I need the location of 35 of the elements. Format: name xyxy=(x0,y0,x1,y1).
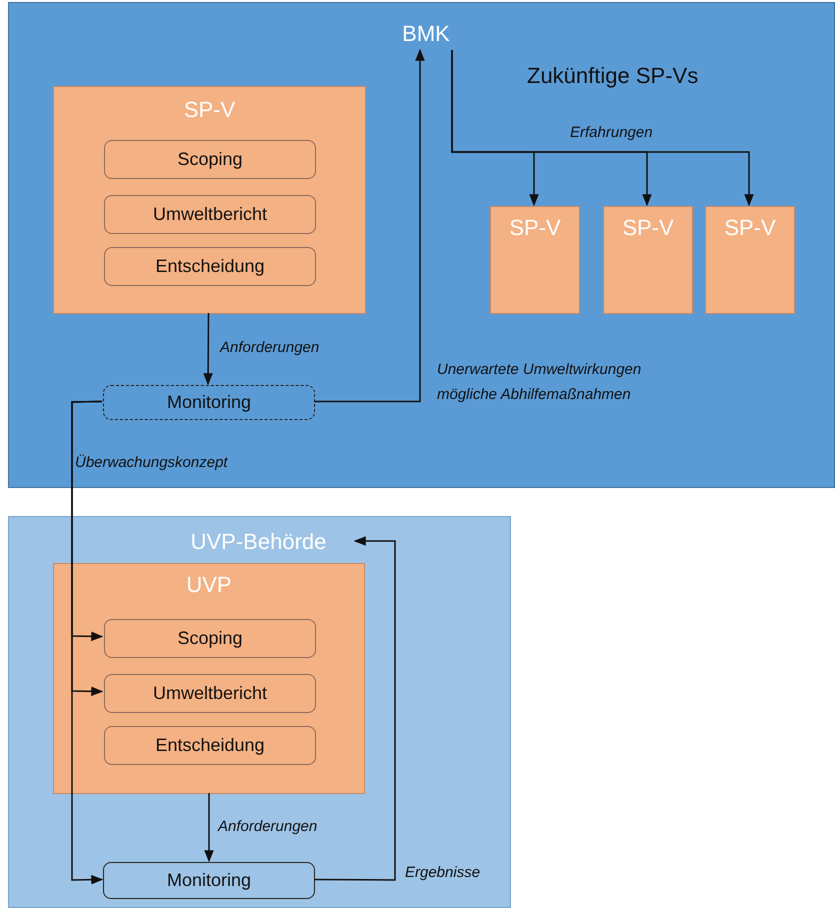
process-box xyxy=(490,206,580,314)
edge-label: Überwachungskonzept xyxy=(75,453,229,473)
box-title: SP-V xyxy=(182,97,236,123)
connector-arrow xyxy=(314,48,425,402)
process-box xyxy=(705,206,795,314)
panel-background xyxy=(8,516,511,908)
step-box: Monitoring xyxy=(103,862,315,899)
process-box xyxy=(53,563,365,794)
step-box: Umweltbericht xyxy=(104,195,316,234)
connector-arrow xyxy=(203,313,213,386)
process-box xyxy=(53,86,366,314)
connector-arrow xyxy=(204,793,214,862)
step-box: Entscheidung xyxy=(104,247,316,286)
step-box: Scoping xyxy=(104,140,316,179)
edge-label: Erfahrungen xyxy=(570,123,654,143)
connector-arrow xyxy=(71,400,104,884)
edge-label: Ergebnisse xyxy=(405,863,482,883)
box-title: SP-V xyxy=(508,215,562,241)
box-title: UVP xyxy=(185,572,233,598)
box-title: SP-V xyxy=(723,215,777,241)
authority-label: UVP-Behörde xyxy=(161,525,356,559)
step-box: Entscheidung xyxy=(104,726,316,765)
edge-label: Anforderungen xyxy=(218,817,318,837)
authority-label: BMK xyxy=(391,17,461,51)
step-box: Monitoring xyxy=(103,385,315,420)
group-heading: Zukünftige SP-Vs xyxy=(527,63,698,89)
connector-arrow xyxy=(314,536,396,881)
panel-background xyxy=(8,2,835,488)
box-title: SP-V xyxy=(621,215,675,241)
step-box: Umweltbericht xyxy=(104,674,316,713)
edge-label: Unerwartete Umweltwirkungen mögliche Abhilfemaßnahmen xyxy=(437,360,642,405)
connector-arrow xyxy=(451,50,754,206)
edge-label: Anforderungen xyxy=(220,338,320,358)
process-box xyxy=(603,206,693,314)
step-box: Scoping xyxy=(104,619,316,658)
